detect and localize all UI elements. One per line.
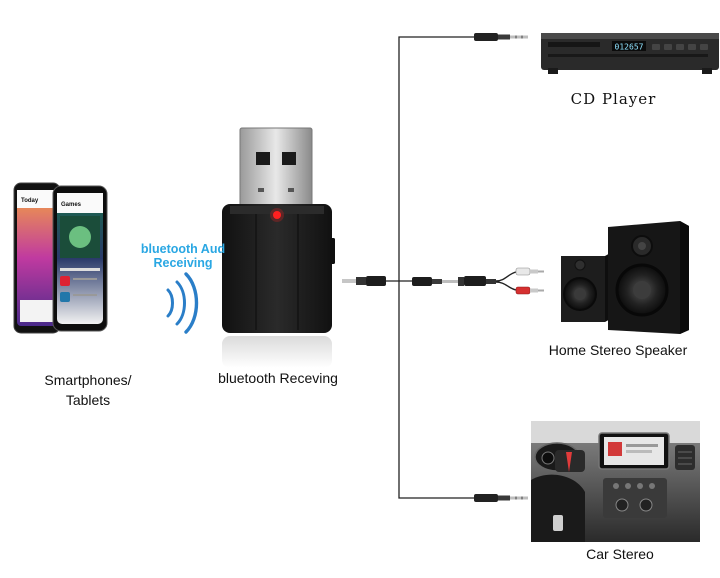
- phones-label-line2: Tablets: [65, 392, 111, 408]
- phones-label: Smartphones/ Tablets: [38, 370, 138, 410]
- car-stereo-label: Car Stereo: [586, 546, 654, 562]
- audio-jack-icon: [474, 494, 528, 502]
- phones-label-line1: Smartphones/: [44, 372, 132, 388]
- bluetooth-wave-icon: [166, 272, 199, 334]
- car-dashboard-icon: [531, 421, 700, 542]
- cd-display: 012657: [615, 43, 644, 52]
- home-stereo-label: Home Stereo Speaker: [548, 342, 688, 358]
- usb-receiver-icon: [222, 127, 335, 368]
- bluetooth-caption-line2: Receiving: [153, 256, 213, 270]
- main-wire: [386, 36, 474, 499]
- audio-jack-icon: [342, 276, 496, 286]
- speaker-icon: [561, 221, 689, 334]
- phone-left-header: Today: [21, 198, 39, 204]
- bluetooth-caption-line1: bluetooth Aud: [140, 242, 226, 256]
- phone-right-header: Games: [61, 202, 82, 208]
- led-indicator: [273, 211, 281, 219]
- audio-jack-icon: [474, 33, 528, 41]
- cd-player-icon: 012657: [541, 33, 719, 74]
- receiver-label: bluetooth Receving: [218, 370, 338, 386]
- rca-plug-icon: [495, 267, 544, 295]
- bluetooth-caption: bluetooth Aud Receiving: [128, 242, 238, 270]
- cd-player-label: CD Player: [570, 90, 657, 108]
- smartphone-icon: Today Games: [13, 182, 108, 334]
